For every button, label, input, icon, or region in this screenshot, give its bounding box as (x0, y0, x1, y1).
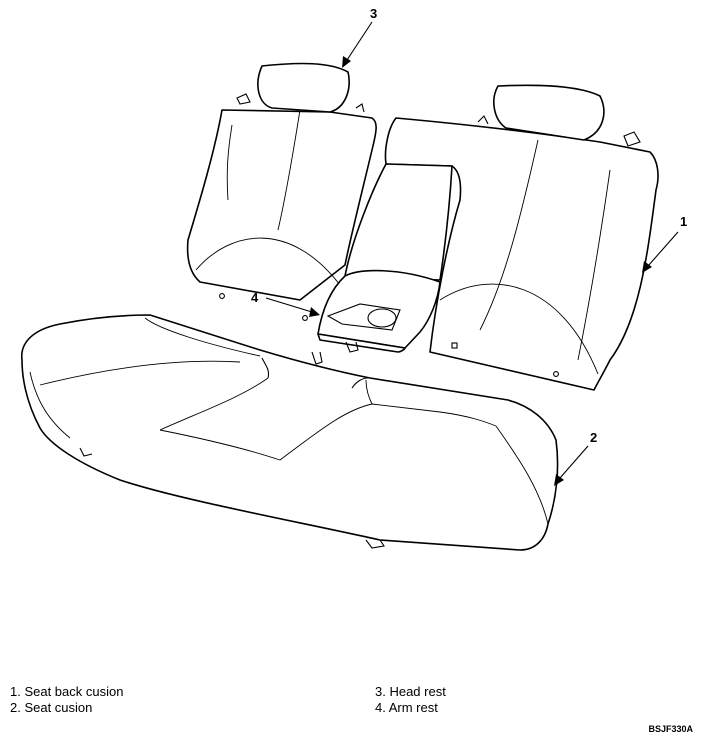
callout-4-label: 4 (251, 290, 259, 305)
callout-1-label: 1 (680, 214, 688, 229)
legend-item-3: 3. Head rest (375, 684, 446, 699)
callout-2-leader (554, 445, 589, 486)
legend-item-2: 2. Seat cusion (10, 700, 93, 715)
callout-2-label: 2 (590, 430, 598, 445)
left-seat-back (186, 109, 377, 321)
left-head-rest (236, 62, 365, 113)
callout-3-label: 3 (370, 6, 378, 21)
right-head-rest (477, 84, 641, 147)
callout-3-leader (342, 21, 373, 68)
legend-item-4: 4. Arm rest (375, 700, 438, 715)
arm-rest (317, 163, 453, 353)
seat-cushion (21, 314, 559, 551)
legend-item-1: 1. Seat back cusion (10, 684, 124, 699)
callout-1-leader (642, 231, 679, 273)
right-seat-back (384, 117, 659, 391)
callout-4-leader (265, 297, 320, 317)
figure-code: BSJF330A (648, 724, 693, 734)
